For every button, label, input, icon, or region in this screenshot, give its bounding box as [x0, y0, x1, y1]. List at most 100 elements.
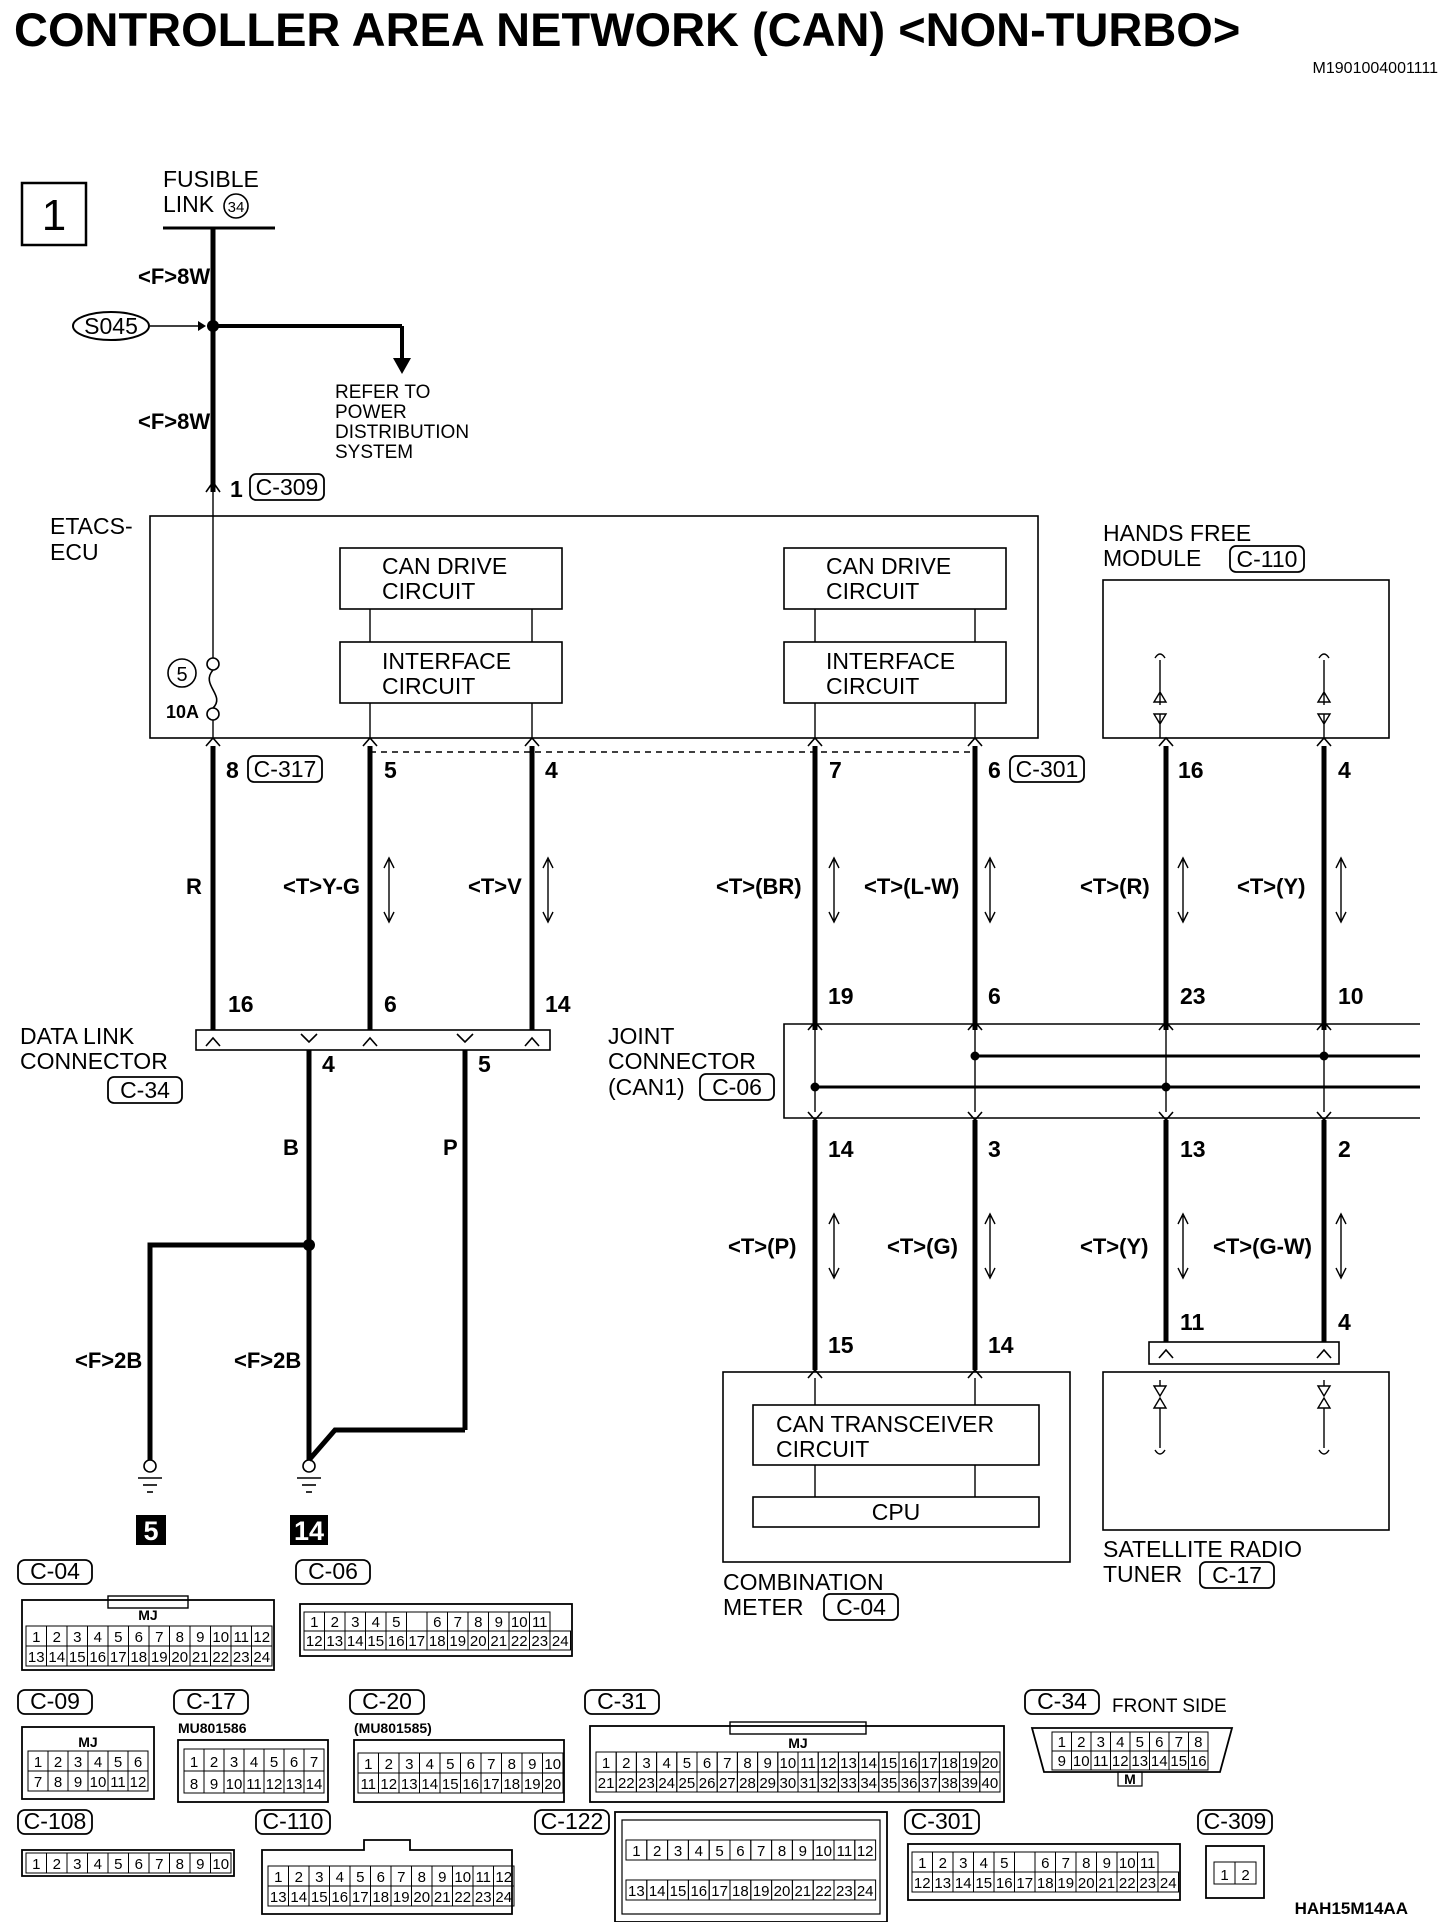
c06-pin-number: 1: [310, 1614, 318, 1631]
c20-part-number: (MU801585): [354, 1720, 432, 1736]
c110-pin-number: 9: [438, 1869, 446, 1886]
c301-tag: [904, 1809, 980, 1835]
fuse-element: [208, 669, 218, 709]
joint-pin-14: 14: [828, 1136, 854, 1162]
c06-housing: [299, 1603, 573, 1657]
wire-label-2b-left: <F>2B: [75, 1348, 142, 1373]
c122-pin-number: 12: [857, 1843, 874, 1860]
c31-pin-number: 4: [663, 1755, 671, 1772]
transceiver-text-2: CIRCUIT: [776, 1436, 869, 1462]
signal-arrow: [1335, 1212, 1347, 1280]
joint-pin-2: 2: [1338, 1136, 1351, 1162]
fuse-terminal-bottom: [206, 707, 220, 721]
c309-tag-text: C-309: [256, 474, 319, 500]
satellite-radio-box: [1102, 1371, 1390, 1531]
hands-free-pin-4: 4: [1338, 757, 1351, 783]
wire-label-g-w-sat: <T>(G-W): [1213, 1234, 1312, 1259]
c301-pin-number: 23: [1139, 1875, 1156, 1892]
c04-tag-text: C-04: [836, 1594, 886, 1620]
c34-pin-number: 3: [1097, 1734, 1105, 1751]
c108-pin-number: 6: [135, 1856, 143, 1873]
c17-pin-number: 3: [230, 1754, 238, 1771]
c06-pin-number: 13: [326, 1633, 343, 1650]
pin-mark: [967, 1020, 983, 1031]
meter-pin-15: 15: [828, 1332, 854, 1358]
c04-pin-number: 6: [135, 1629, 143, 1646]
transceiver-text-1: CAN TRANSCEIVER: [776, 1411, 994, 1437]
dlc-pin-5: 5: [478, 1051, 491, 1077]
c301-pin-number: 3: [959, 1855, 967, 1872]
wire-label-2b-right: <F>2B: [234, 1348, 301, 1373]
c301-housing: [907, 1843, 1181, 1901]
cpu-label: CPU: [872, 1499, 921, 1525]
c31-pin-number: 18: [941, 1755, 958, 1772]
pin-mark: [1158, 1020, 1174, 1031]
c04-pin-number: 2: [53, 1629, 61, 1646]
c31-pin-number: 15: [881, 1755, 898, 1772]
c110-pin-number: 8: [418, 1869, 426, 1886]
c110-pin-number: 23: [475, 1889, 492, 1906]
c20-housing: [353, 1739, 565, 1803]
c110-tag: [1229, 545, 1305, 573]
c20-pin-number: 11: [360, 1776, 376, 1793]
refer-arrow: [393, 358, 411, 374]
ground-point-14-badge: [290, 1515, 328, 1545]
dlc-pin-4: 4: [322, 1051, 335, 1077]
c09-pin-number: 9: [74, 1774, 82, 1791]
pin-mark: [1316, 1020, 1332, 1031]
c122-pin-number: 9: [799, 1843, 807, 1860]
c31-pin-number: 10: [780, 1755, 797, 1772]
c31-pin-number: 40: [982, 1775, 999, 1792]
etacs-pin-6: 6: [988, 757, 1001, 783]
c34-front-side-note: FRONT SIDE: [1112, 1696, 1227, 1717]
c06-pin-number: 15: [367, 1633, 384, 1650]
c122-lower-pin-number: 15: [670, 1883, 687, 1900]
wire-label-p-meter: <T>(P): [728, 1234, 796, 1259]
wire-p-to-ground: [307, 1427, 465, 1462]
c09-tag: [17, 1689, 93, 1715]
c04-pin-number: 14: [48, 1649, 65, 1666]
joint-pin-3: 3: [988, 1136, 1001, 1162]
dlc-label-2: CONNECTOR: [20, 1048, 168, 1074]
c110-pin-number: 11: [475, 1869, 491, 1886]
c06-pin-number: 23: [531, 1633, 548, 1650]
c06-pin-number: 18: [429, 1633, 446, 1650]
c06-pin-number: 2: [331, 1614, 339, 1631]
c04-key: MJ: [138, 1607, 157, 1623]
c110-pin-number: 15: [311, 1889, 328, 1906]
c31-pin-number: 36: [901, 1775, 918, 1792]
can-drive-left-text-1: CAN DRIVE: [382, 553, 507, 579]
c122-cavity: [854, 1839, 877, 1861]
c06-tag-text: C-06: [712, 1074, 762, 1100]
c04-pin-number: 5: [114, 1629, 122, 1646]
etacs-pin-5: 5: [384, 757, 397, 783]
ground-symbol-5: [138, 1459, 162, 1493]
c108-pin-number: 2: [53, 1856, 61, 1873]
signal-arrow: [828, 1212, 840, 1280]
c20-pin-number: 2: [385, 1756, 393, 1773]
c17-tag: [173, 1689, 249, 1715]
c110-pin-number: 17: [352, 1889, 369, 1906]
pin-mark: [1316, 736, 1332, 747]
c17-tag-text: C-17: [1212, 1562, 1262, 1588]
c04-cavity: [251, 1645, 273, 1667]
c20-pin-number: 6: [467, 1756, 475, 1773]
c110-pin-number: 24: [495, 1889, 512, 1906]
c122-pin-number: 7: [757, 1843, 765, 1860]
can-drive-circuit-left: [339, 547, 563, 610]
c122-lower-pin-number: 19: [753, 1883, 770, 1900]
signal-arrow: [1335, 856, 1347, 924]
c301-pin-number: 24: [1160, 1875, 1177, 1892]
wire-label-y-g: <T>Y-G: [283, 874, 360, 899]
c09-pin-number: 11: [110, 1774, 126, 1791]
wire-label-g-meter: <T>(G): [887, 1234, 958, 1259]
combination-meter-label-2: METER: [723, 1594, 804, 1620]
splice-marker: [72, 311, 150, 341]
pin-mark: [300, 1033, 318, 1044]
interface-left-text-2: CIRCUIT: [382, 673, 475, 699]
c20-pin-number: 10: [544, 1756, 561, 1773]
etacs-in-connector-mark: [205, 480, 221, 493]
hands-free-signal-symbol-a: [1152, 653, 1168, 738]
c301-pin-number: 21: [1098, 1875, 1115, 1892]
c31-pin-number: 14: [860, 1755, 877, 1772]
